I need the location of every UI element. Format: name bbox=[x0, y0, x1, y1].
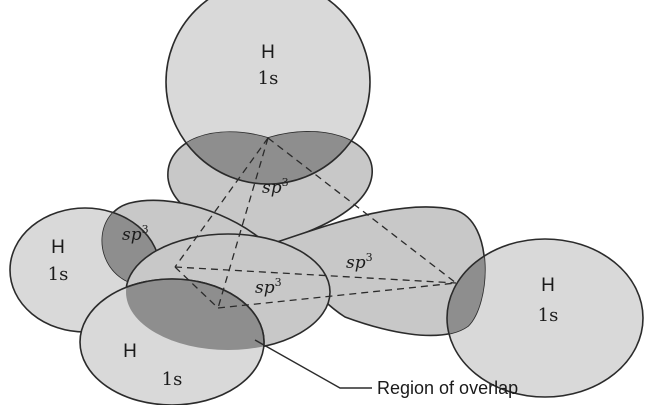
h-label-front-element: H bbox=[123, 341, 137, 362]
sp3-label-top: sp3 bbox=[262, 176, 289, 198]
h-label-right-orbital: 1s bbox=[538, 305, 559, 326]
tetrahedron-edges bbox=[174, 137, 457, 309]
h-label-top-orbital: 1s bbox=[258, 68, 279, 89]
overlap-right bbox=[446, 238, 485, 336]
h-label-front-orbital: 1s bbox=[162, 369, 183, 390]
overlap-callout-line bbox=[254, 339, 372, 389]
sp3-label-front: sp3 bbox=[255, 276, 282, 298]
sp3-label-left: sp3 bbox=[122, 223, 149, 245]
h-label-right-element: H bbox=[541, 275, 555, 296]
h-label-top-element: H bbox=[261, 42, 275, 63]
h-label-left-element: H bbox=[51, 237, 65, 258]
region-of-overlap-label: Region of overlap bbox=[377, 378, 518, 398]
sp3-label-right: sp3 bbox=[346, 251, 373, 273]
overlap-top bbox=[167, 131, 371, 185]
h-label-left-orbital: 1s bbox=[48, 264, 69, 285]
